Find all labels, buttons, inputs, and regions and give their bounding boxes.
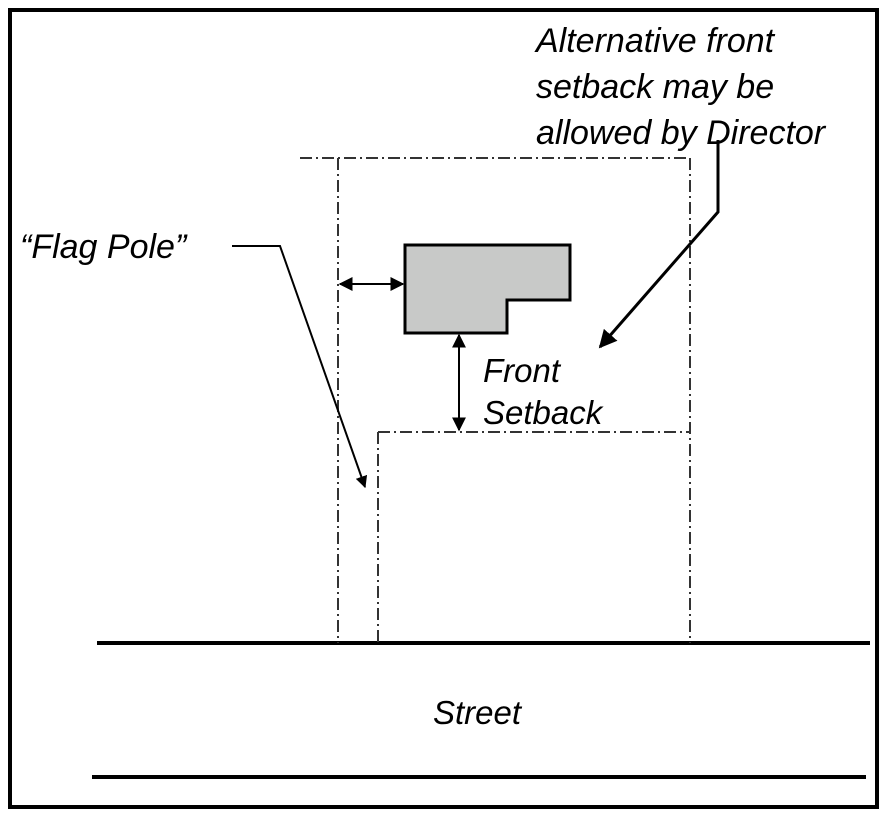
lot-lines [300, 157, 691, 643]
director-note-line-1: Alternative front [536, 22, 775, 60]
director-note-leader [598, 140, 720, 349]
director-note: Alternative front setback may be allowed… [536, 18, 825, 156]
front-setback-label: Front Setback [483, 350, 602, 434]
director-note-line-2: setback may be [536, 68, 775, 106]
outer-border [8, 8, 879, 809]
front-setback-line-2: Setback [483, 394, 603, 431]
building-footprint [403, 243, 572, 335]
flag-pole-label: “Flag Pole” [20, 228, 187, 266]
street-label: Street [433, 694, 522, 731]
director-note-line-3: allowed by Director [536, 114, 826, 152]
flag-pole-leader [232, 245, 368, 489]
front-setback-line-1: Front [483, 352, 561, 389]
